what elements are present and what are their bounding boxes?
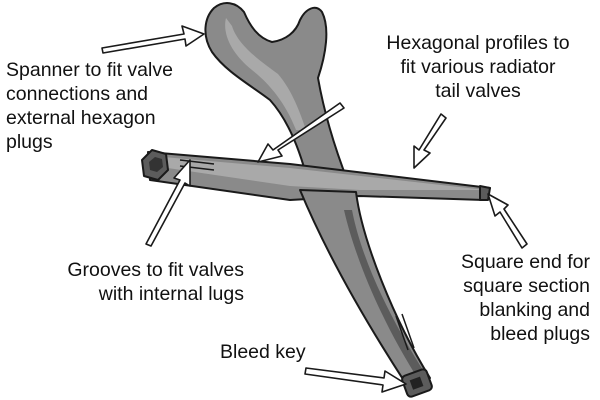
spanner-label-line-2: connections and: [6, 83, 149, 105]
grooves-label-line-2: with internal lugs: [98, 283, 244, 305]
bleed-key-arm-shadow: [344, 210, 428, 382]
hexagonal-label-line-3: tail valves: [435, 80, 521, 102]
hexagonal-label-line-1: Hexagonal profiles to: [386, 32, 570, 54]
square-end-label: Square end for square section blanking a…: [420, 250, 590, 346]
bleed-key-arrow: [304, 367, 407, 393]
hexagon-bar-face: [152, 156, 486, 190]
radiator-key-tool: [141, 2, 491, 398]
hexagonal-label: Hexagonal profiles to fit various radiat…: [362, 31, 594, 103]
spanner-label: Spanner to fit valve connections and ext…: [6, 58, 173, 154]
hexagonal-middle-arrow: [257, 102, 345, 163]
bleed-key-hole: [409, 376, 424, 390]
square-end-label-line-4: bleed plugs: [490, 323, 590, 345]
spanner-label-line-3: external hexagon: [6, 107, 156, 129]
bleed-arm-slot: [395, 313, 415, 351]
hexagonal-right-arrow: [413, 113, 447, 169]
square-end-arrow: [487, 193, 528, 249]
left-socket-inner: [149, 157, 163, 172]
square-end: [479, 185, 491, 201]
square-end-label-line-3: blanking and: [479, 299, 590, 321]
spanner-label-line-1: Spanner to fit valve: [6, 59, 173, 81]
spanner-label-line-4: plugs: [6, 131, 53, 153]
square-end-label-line-2: square section: [463, 275, 590, 297]
grooves-label-line-1: Grooves to fit valves: [67, 259, 244, 281]
spanner-highlight: [225, 18, 306, 130]
spanner-arrow: [101, 25, 205, 54]
bleed-key-label: Bleed key: [220, 340, 306, 364]
grooves-arrow: [145, 159, 191, 247]
pointer-arrows: [101, 25, 528, 393]
hexagonal-label-line-2: fit various radiator: [400, 56, 556, 78]
bleed-key-label-text: Bleed key: [220, 341, 306, 363]
grooves-label: Grooves to fit valves with internal lugs: [18, 258, 244, 306]
square-end-label-line-1: Square end for: [460, 251, 590, 273]
